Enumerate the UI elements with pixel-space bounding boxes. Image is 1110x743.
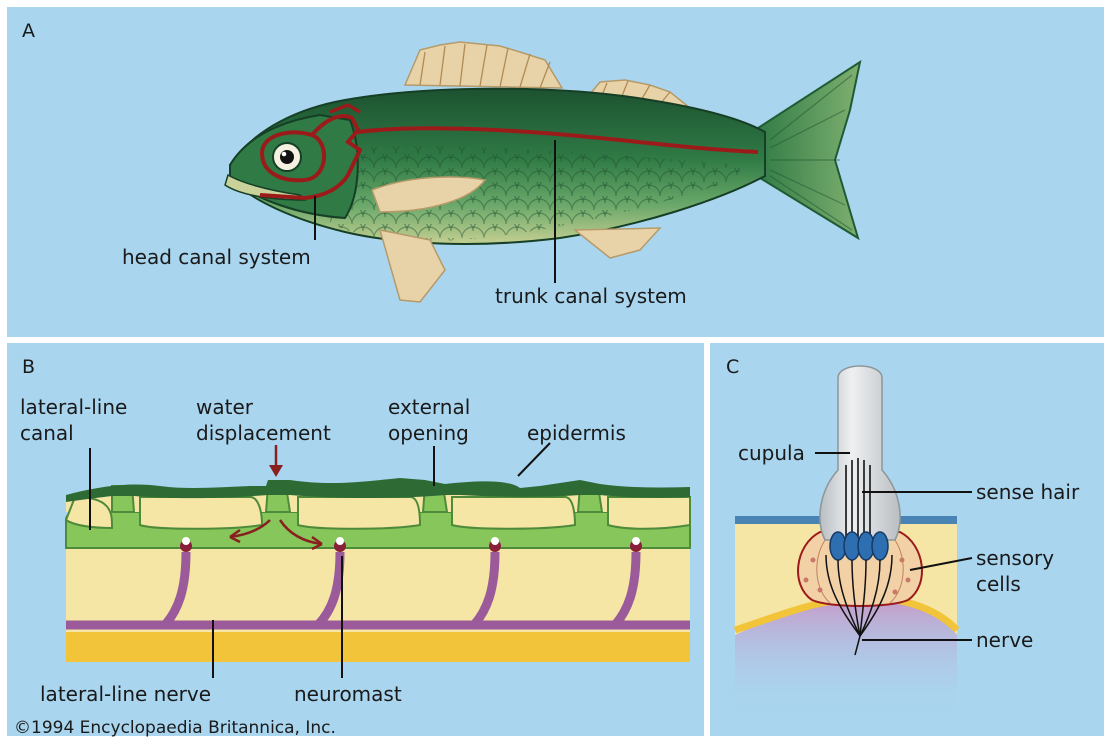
water-displacement-label-line1: water xyxy=(196,395,254,419)
lateral-line-canal-label-line1: lateral-line xyxy=(20,395,127,419)
panel-a: A xyxy=(7,7,1104,337)
muscle-layer xyxy=(66,630,690,662)
panel-b-letter: B xyxy=(22,356,35,378)
sense-hair-label: sense hair xyxy=(976,480,1080,504)
external-opening-label-line2: opening xyxy=(388,421,469,445)
lateral-line-nerve-label: lateral-line nerve xyxy=(40,682,211,706)
dermis-lower xyxy=(66,548,690,632)
external-opening-label-line1: external xyxy=(388,395,470,419)
panel-a-letter: A xyxy=(22,20,35,42)
copyright-credit: ©1994 Encyclopaedia Britannica, Inc. xyxy=(14,718,336,738)
panel-c-letter: C xyxy=(726,356,739,378)
fish-pupil xyxy=(280,150,294,164)
panel-b: B xyxy=(7,343,704,738)
neuromast-label: neuromast xyxy=(294,682,402,706)
water-displacement-label-line2: displacement xyxy=(196,421,331,445)
head-canal-label: head canal system xyxy=(122,245,311,269)
trunk-canal-label: trunk canal system xyxy=(495,284,687,308)
sensory-cells-label-line1: sensory xyxy=(976,546,1054,570)
panel-c: C xyxy=(710,343,1104,736)
sensory-cells-label-line2: cells xyxy=(976,572,1021,596)
epidermis-label: epidermis xyxy=(527,421,626,445)
nerve-label: nerve xyxy=(976,628,1033,652)
lateral-line-canal-label-line2: canal xyxy=(20,421,74,445)
cupula-label: cupula xyxy=(738,441,805,465)
